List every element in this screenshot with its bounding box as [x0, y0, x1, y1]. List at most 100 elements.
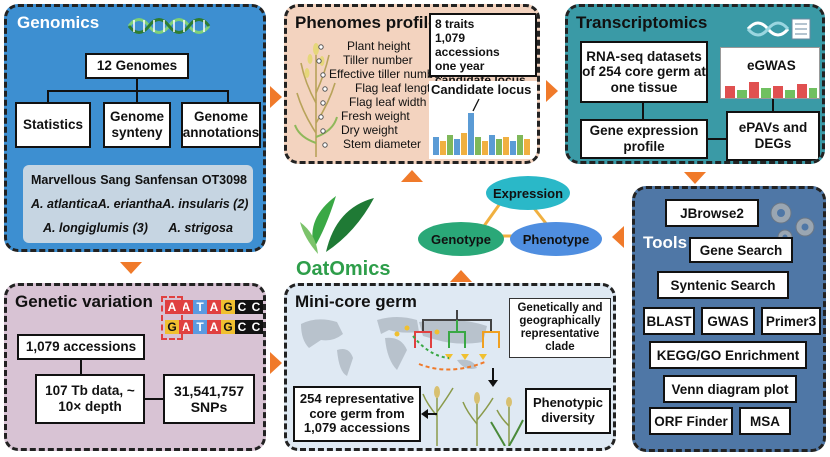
flow-arrow — [684, 172, 706, 184]
base: A — [207, 300, 221, 314]
tool-venn[interactable]: Venn diagram plot — [663, 375, 797, 403]
phenomes-title: Phenomes profile — [295, 13, 438, 32]
species-name: A. insularis (2) — [162, 197, 249, 211]
species-name: A. atlantica — [31, 197, 98, 211]
base: A — [165, 300, 179, 314]
info-line: one year — [435, 59, 485, 73]
connector — [47, 90, 49, 102]
transcriptomics-title: Transcriptomics — [576, 13, 708, 32]
manhattan-mini — [433, 98, 530, 155]
connector — [47, 90, 229, 92]
genomics-title: Genomics — [17, 13, 100, 32]
expression-node: Expression — [486, 176, 570, 210]
synteny-box: Genome synteny — [103, 102, 171, 148]
egwas-label: eGWAS — [747, 58, 796, 73]
base: T — [193, 320, 207, 334]
connector — [772, 97, 774, 111]
annotations-box: Genome annotations — [181, 102, 261, 148]
sequence-row-2: G A T A G C C — [165, 320, 263, 334]
snps-box: 31,541,757 SNPs — [163, 374, 255, 424]
tool-jbrowse2[interactable]: JBrowse2 — [665, 199, 759, 227]
base: G — [221, 320, 235, 334]
base: C — [235, 300, 249, 314]
trait-label: Flag leaf length — [355, 81, 438, 95]
variation-title: Genetic variation — [15, 292, 153, 311]
species-name: Marvellous — [31, 173, 97, 187]
statistics-box: Statistics — [15, 102, 91, 148]
trait-label: Effective tiller number — [329, 67, 445, 81]
expression-box: Gene expression profile — [580, 119, 708, 159]
flow-arrow — [270, 352, 282, 374]
data-box: 107 Tb data, ~ 10× depth — [35, 374, 145, 424]
trait-label: Dry weight — [341, 123, 398, 137]
flow-arrow — [401, 170, 423, 182]
tool-primer3[interactable]: Primer3 — [761, 307, 821, 335]
tools-title: Tools — [643, 233, 688, 252]
candidate-locus-label: Candidate locus — [431, 82, 532, 97]
connector — [642, 103, 644, 119]
base: G — [221, 300, 235, 314]
variant-highlight — [161, 296, 183, 340]
base: T — [193, 300, 207, 314]
transcriptomics-panel: Transcriptomics RNA-seq datasets of 254 … — [565, 4, 825, 164]
flow-arrow — [270, 86, 282, 108]
connector — [80, 360, 82, 374]
base: G — [165, 320, 179, 334]
tool-blast[interactable]: BLAST — [643, 307, 695, 335]
egwas-manhattan — [725, 82, 817, 98]
species-name: A. eriantha — [97, 197, 163, 211]
down-arrow — [488, 368, 498, 387]
flow-arrow — [450, 270, 472, 282]
phenotype-node: Phenotype — [510, 222, 602, 256]
species-name: A. strigosa — [168, 221, 233, 235]
phenome-info-box: 8 traits 1,079 accessions one year candi… — [429, 13, 537, 87]
core-germ-box: 254 representative core germ from 1,079 … — [293, 386, 421, 442]
tool-gene-search[interactable]: Gene Search — [689, 237, 793, 263]
sequence-row-1: A A T A G C C — [165, 300, 263, 314]
phenomes-panel: Phenomes profile Plant height Tiller num… — [284, 4, 540, 164]
genomes-box: 12 Genomes — [85, 53, 189, 79]
flow-arrow — [612, 226, 624, 248]
species-box: Marvellous Sang Sanfensan OT3098 A. atla… — [23, 165, 253, 243]
info-line: 1,079 accessions — [435, 31, 500, 59]
left-arrow — [421, 409, 437, 419]
oatomics-logo-text: OatOmics — [296, 258, 391, 280]
tool-msa[interactable]: MSA — [739, 407, 791, 435]
manhattan-plot: Candidate locus — [429, 81, 537, 159]
connector — [136, 90, 138, 102]
base: C — [249, 300, 263, 314]
connector — [227, 90, 229, 102]
oatomics-logo-icon — [300, 196, 374, 254]
clade-box: Genetically and geographically represent… — [509, 298, 611, 358]
trait-label: Tiller number — [343, 53, 413, 67]
tools-panel: JBrowse2 Tools Gene Search Syntenic Sear… — [632, 186, 826, 452]
base: A — [207, 320, 221, 334]
species-name: A. longiglumis (3) — [43, 221, 148, 235]
diversity-box: Phenotypic diversity — [525, 388, 611, 434]
rnaseq-box: RNA-seq datasets of 254 core germ at one… — [580, 41, 708, 103]
epavs-box: ePAVs and DEGs — [726, 111, 820, 161]
egwas-panel: eGWAS — [720, 47, 820, 99]
dna-sequencing-icon — [746, 18, 811, 40]
tool-orf-finder[interactable]: ORF Finder — [649, 407, 733, 435]
connector — [145, 398, 163, 400]
species-name: Sanfensan — [134, 173, 198, 187]
tool-syntenic-search[interactable]: Syntenic Search — [657, 271, 789, 299]
trait-label: Fresh weight — [341, 109, 410, 123]
minicore-panel: Mini-core germ Genetically and geographi… — [284, 283, 616, 451]
accessions-box: 1,079 accessions — [17, 334, 145, 360]
variation-panel: Genetic variation A A T A G C C G A T A … — [4, 283, 266, 451]
clade-text: Genetically and geographically represent… — [517, 302, 603, 353]
species-name: OT3098 — [201, 173, 247, 187]
flow-arrow — [546, 80, 558, 102]
phylo-tree — [412, 310, 500, 371]
trait-leaders — [316, 44, 328, 148]
connector — [708, 138, 726, 140]
flow-arrow — [120, 262, 142, 274]
tool-kegg-go[interactable]: KEGG/GO Enrichment — [649, 341, 807, 369]
genotype-node: Genotype — [418, 222, 504, 256]
tool-gwas[interactable]: GWAS — [701, 307, 755, 335]
base: C — [235, 320, 249, 334]
trait-label: Stem diameter — [343, 137, 422, 151]
traits-list: Plant height Tiller number Effective til… — [323, 39, 444, 151]
